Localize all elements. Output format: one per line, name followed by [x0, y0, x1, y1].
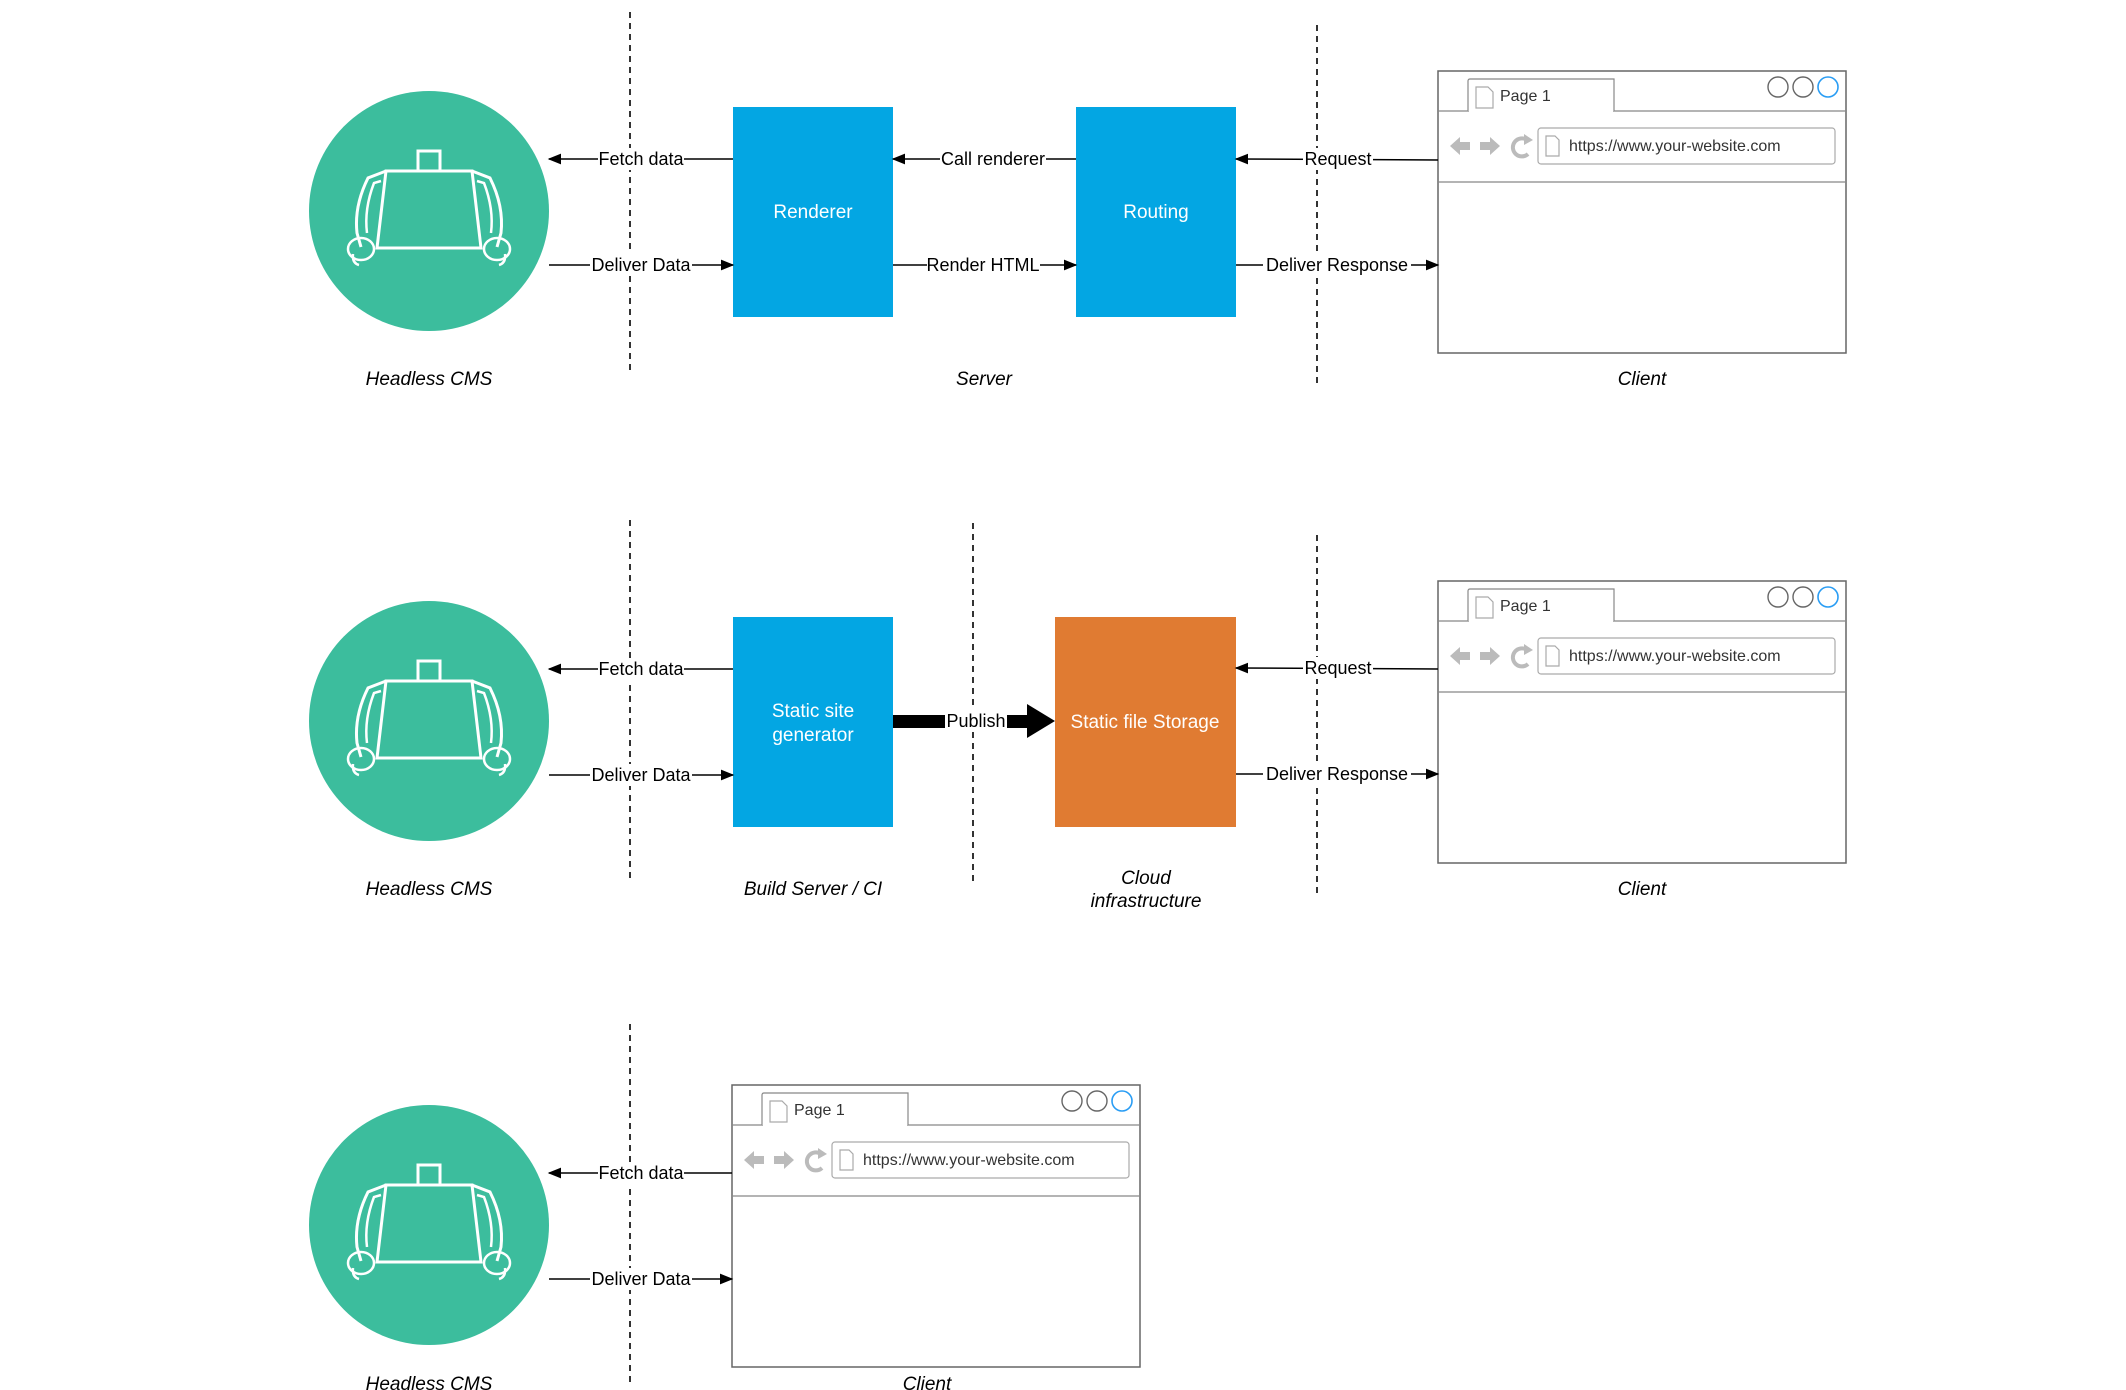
static-site-generator-label-line2: generator [772, 725, 854, 746]
edge-deliver-data-label: Deliver Data [591, 765, 691, 785]
edge-deliver-response-label: Deliver Response [1266, 764, 1408, 784]
client-browser: Page 1 https://www.your-website.com [1436, 69, 1848, 355]
browser-url-text: https://www.your-website.com [1569, 138, 1781, 155]
routing-label: Routing [1123, 202, 1189, 223]
browser-tab-label: Page 1 [1500, 88, 1551, 105]
edge-deliver-data-label: Deliver Data [591, 1269, 691, 1289]
static-file-storage-label: Static file Storage [1071, 712, 1220, 733]
edge-deliver-data-label: Deliver Data [591, 255, 691, 275]
edge-publish [893, 704, 1055, 738]
row-static-generation: Headless CMS Static site generator Stati… [309, 520, 1848, 912]
row-server-rendering: Headless CMS Renderer Routing Server Pag… [309, 12, 1848, 390]
headless-cms-caption: Headless CMS [366, 879, 493, 900]
edge-deliver-response-label: Deliver Response [1266, 255, 1408, 275]
client-browser: Page 1 https://www.your-website.com [1436, 579, 1848, 865]
headless-cms-node [309, 601, 549, 841]
browser-tab-label: Page 1 [1500, 598, 1551, 615]
static-site-generator-box [733, 617, 893, 827]
renderer-box [733, 107, 893, 317]
headless-cms-node [309, 91, 549, 331]
static-site-generator-label-line1: Static site [772, 701, 854, 722]
browser-url-text: https://www.your-website.com [863, 1152, 1075, 1169]
headless-cms-caption: Headless CMS [366, 369, 493, 390]
cloud-caption-line1: Cloud [1121, 868, 1172, 889]
edge-publish-label: Publish [946, 711, 1005, 731]
cloud-caption-line2: infrastructure [1091, 891, 1202, 912]
edge-request-label: Request [1304, 149, 1371, 169]
headless-cms-caption: Headless CMS [366, 1374, 493, 1390]
build-server-caption: Build Server / CI [744, 879, 883, 900]
edge-fetch-data-label: Fetch data [598, 659, 684, 679]
edge-fetch-data-label: Fetch data [598, 1163, 684, 1183]
headless-cms-node [309, 1105, 549, 1345]
static-file-storage-box [1055, 617, 1236, 827]
edge-render-html-label: Render HTML [926, 255, 1039, 275]
renderer-label: Renderer [773, 202, 853, 223]
edge-request-label: Request [1304, 658, 1371, 678]
routing-box [1076, 107, 1236, 317]
row-client-rendering: Headless CMS Page 1 https://www.your-web… [309, 1024, 1142, 1390]
browser-tab-label: Page 1 [794, 1102, 845, 1119]
edge-fetch-data-label: Fetch data [598, 149, 684, 169]
client-caption: Client [903, 1374, 952, 1390]
client-browser: Page 1 https://www.your-website.com [730, 1083, 1142, 1369]
edge-call-renderer-label: Call renderer [941, 149, 1045, 169]
client-caption: Client [1618, 369, 1667, 390]
server-caption: Server [956, 369, 1013, 390]
client-caption: Client [1618, 879, 1667, 900]
browser-url-text: https://www.your-website.com [1569, 648, 1781, 665]
